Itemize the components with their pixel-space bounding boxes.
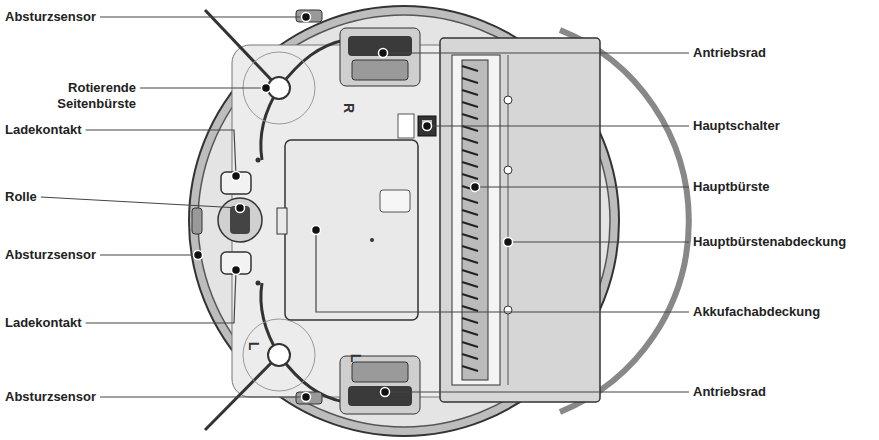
part-label: Absturzsensor [5,247,96,263]
screw [256,158,261,163]
part-label: Absturzsensor [5,9,96,25]
part-label: Absturzsensor [5,389,96,405]
leader-line [508,241,689,242]
leader-dot [232,266,241,275]
leader-line [86,270,236,323]
leader-line [475,186,689,187]
screw [256,281,261,286]
leader-dot [236,204,245,213]
wheel-hub [352,60,408,80]
brush-hub [268,77,290,99]
cliff-sensor [296,392,322,404]
part-label: Hauptbürste [693,179,770,195]
leader-line [86,130,236,176]
bristle [205,10,279,88]
leader-line [427,125,689,126]
leader-dot [232,172,241,181]
part-label: Hauptschalter [693,118,780,134]
part-label: Antriebsrad [693,45,766,61]
main-brush-area [398,38,600,402]
side-marking: L [348,354,364,363]
brush-hub [268,344,290,366]
brush-cover [440,38,600,402]
part-label: Ladekontakt [5,315,82,331]
side-marking: L [246,342,262,351]
part-label: Rolle [5,189,37,205]
leader-dot [379,49,388,58]
part-label: Akkufachabdeckung [693,304,820,320]
leader-dot [302,13,311,22]
brush-bristles [462,66,478,371]
charge-contact [221,172,251,194]
recess [380,190,410,212]
leader-line [316,230,689,312]
part-label: Antriebsrad [693,384,766,400]
brush-well [243,319,315,391]
leader-line [100,16,306,17]
leader-line [383,52,689,53]
side-marking: R [341,103,357,113]
leader-dot [423,122,432,131]
charge-contact [221,252,251,274]
wheel-housing [340,356,420,414]
bottom-plate [198,15,610,427]
cover-clip [504,166,512,174]
leader-dot [381,388,390,397]
main-brush [462,60,488,380]
part-label: Ladekontakt [5,122,82,138]
cliff-sensor [296,10,322,22]
leader-dot [312,226,321,235]
screw [370,238,374,242]
leader-line [140,87,266,88]
leader-line [41,197,240,208]
leader-dot [471,183,480,192]
leader-dot [262,84,271,93]
lid-tab [277,208,287,234]
battery-cover [277,140,418,320]
wheel-housing [340,28,420,86]
cliff-sensor [192,208,202,234]
cover-clip [504,306,512,314]
part-label: Rotierende Seitenbürste [26,80,136,112]
robot-body [189,6,689,436]
part-label: Hauptbürstenabdeckung [693,234,846,250]
leader-line [385,391,689,392]
wheel-hub [352,362,408,382]
caster-housing [218,198,262,242]
cover-clip [504,238,512,246]
brush-opening [452,55,500,385]
switch-marking [398,114,414,138]
battery-lid [285,140,418,320]
leader-dot [194,251,203,260]
leader-line [100,396,306,397]
leader-line [100,254,198,255]
leader-dot [302,393,311,402]
cover-clip [504,96,512,104]
outer-housing [189,6,619,436]
bristle [279,40,345,88]
bristle [205,355,279,430]
leader-dot [504,238,513,247]
wheel-tread [348,386,412,406]
